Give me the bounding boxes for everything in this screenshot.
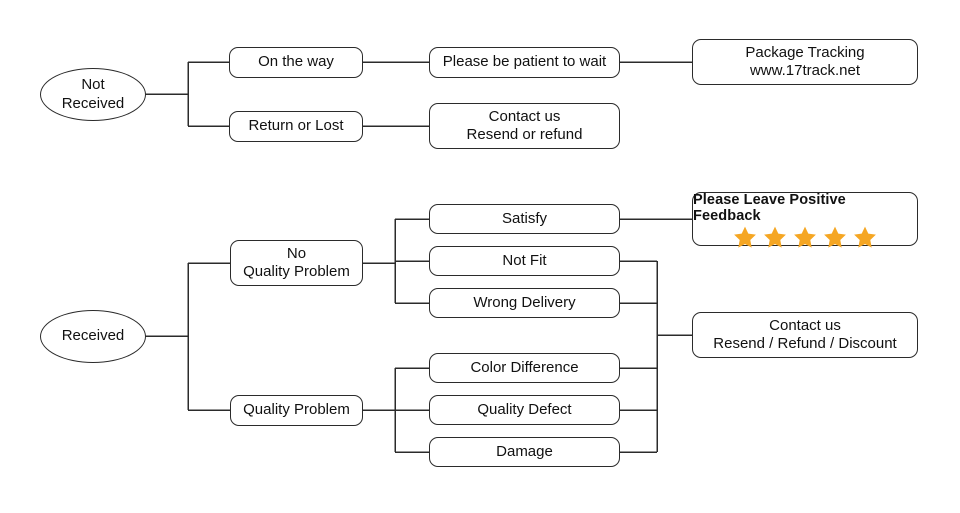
positive-feedback-label: Please Leave Positive Feedback [693,191,846,224]
node-quality-problem[interactable]: Quality Problem [230,395,363,426]
node-package-tracking[interactable]: Package Tracking www.17track.net [692,39,918,85]
node-no-quality-problem[interactable]: No Quality Problem [230,240,363,286]
star-icon[interactable] [853,225,877,249]
node-contact-us-resend-refund-discount[interactable]: Contact us Resend / Refund / Discount [692,312,918,358]
star-icon[interactable] [823,225,847,249]
node-return-or-lost[interactable]: Return or Lost [229,111,363,142]
node-color-difference[interactable]: Color Difference [429,353,620,383]
node-not-received[interactable]: Not Received [40,68,146,121]
star-icon[interactable] [763,225,787,249]
node-positive-feedback[interactable]: Please Leave Positive Feedback [692,191,918,249]
node-not-fit[interactable]: Not Fit [429,246,620,276]
star-icon[interactable] [733,225,757,249]
node-on-the-way[interactable]: On the way [229,47,363,78]
star-icon[interactable] [793,225,817,249]
star-rating[interactable] [733,225,877,249]
node-contact-us-resend-or-refund[interactable]: Contact us Resend or refund [429,103,620,149]
node-received[interactable]: Received [40,310,146,363]
node-damage[interactable]: Damage [429,437,620,467]
node-satisfy[interactable]: Satisfy [429,204,620,234]
node-quality-defect[interactable]: Quality Defect [429,395,620,425]
node-wrong-delivery[interactable]: Wrong Delivery [429,288,620,318]
node-please-be-patient-to-wait[interactable]: Please be patient to wait [429,47,620,78]
